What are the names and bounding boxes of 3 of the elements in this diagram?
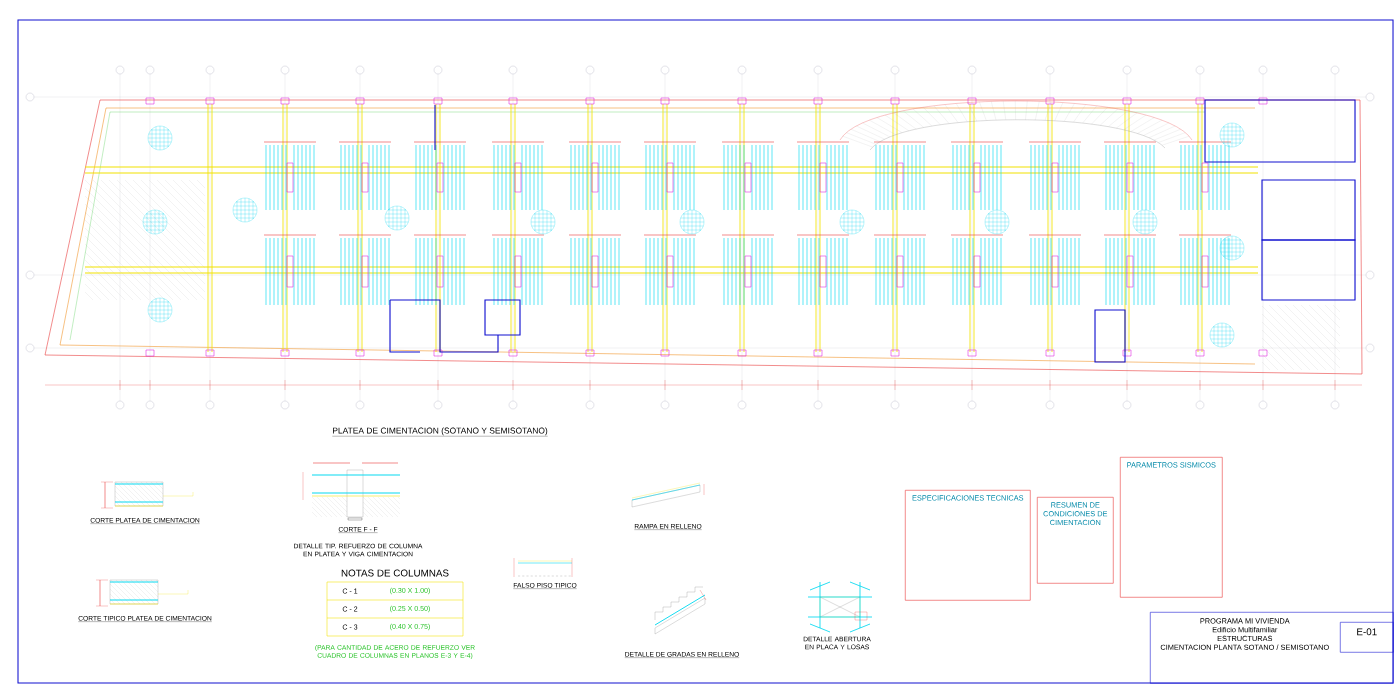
sheet-number-cell: E-01	[1340, 622, 1394, 653]
plan-title: PLATEA DE CIMENTACION (SOTANO Y SEMISOTANO)	[332, 427, 548, 437]
table-title: NOTAS DE COLUMNAS	[341, 569, 449, 577]
